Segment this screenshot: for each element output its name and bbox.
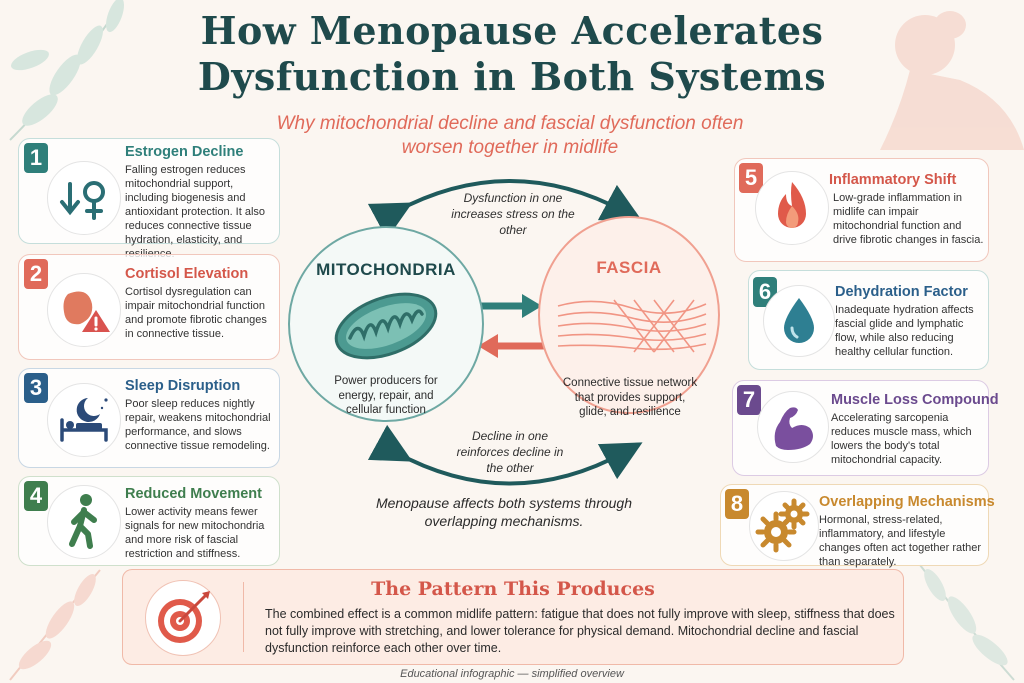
factor-card-cortisol-elevation: 2 Cortisol Elevation Cortisol dysregulat…	[18, 254, 280, 360]
factor-description: Low-grade inflammation in midlife can im…	[833, 192, 984, 246]
mitochondria-description: Power producers for energy, repair, and …	[334, 375, 438, 416]
adrenal-warning-icon	[47, 273, 121, 347]
sleep-bed-icon	[47, 383, 121, 457]
factor-title: Inflammatory Shift	[829, 172, 957, 188]
page-title: How Menopause Accelerates Dysfunction in…	[0, 8, 1024, 100]
mitochondria-circle: MITOCHONDRIA Power producers for energy,…	[288, 226, 484, 422]
target-icon	[145, 580, 221, 656]
factor-card-estrogen-decline: 1 Estrogen Decline Falling estrogen redu…	[18, 138, 280, 260]
fascia-description: Connective tissue network that provides …	[562, 377, 698, 418]
gears-icon	[749, 491, 819, 561]
center-caption: Menopause affects both systems through o…	[375, 495, 633, 529]
factor-number: 8	[725, 489, 749, 519]
factor-description: Poor sleep reduces nightly repair, weake…	[125, 398, 271, 452]
factor-number: 7	[737, 385, 761, 415]
factor-title: Overlapping Mechanisms	[819, 494, 995, 510]
leaf-decoration-bottom-right-icon	[919, 564, 1015, 681]
factor-number: 6	[753, 277, 777, 307]
factor-title: Sleep Disruption	[125, 378, 241, 394]
footer-note: Educational infographic — simplified ove…	[400, 668, 624, 680]
factor-card-overlapping-mechanisms: 8 Overlapping Mechanisms Hormonal, stres…	[720, 484, 995, 568]
flame-icon	[755, 171, 829, 245]
factor-description: Hormonal, stress-related, inflammatory, …	[819, 514, 982, 568]
fascia-network-icon	[557, 299, 707, 353]
pattern-description: The combined effect is a common midlife …	[265, 607, 895, 655]
factor-title: Reduced Movement	[125, 486, 262, 502]
pattern-divider	[243, 582, 244, 652]
leaf-decoration-bottom-left-icon	[9, 569, 101, 681]
water-drop-icon	[763, 285, 835, 357]
factor-card-dehydration-factor: 6 Dehydration Factor Inadequate hydratio…	[748, 270, 989, 370]
title-line-2: Dysfunction in Both Systems	[197, 54, 827, 99]
flexed-arm-icon	[757, 391, 829, 463]
factor-number: 5	[739, 163, 763, 193]
fascia-circle: FASCIA Connective tissue network that pr…	[538, 216, 720, 418]
factor-description: Accelerating sarcopenia reduces muscle m…	[831, 412, 972, 466]
pattern-summary-box: The Pattern This Produces The combined e…	[122, 569, 904, 665]
factor-title: Cortisol Elevation	[125, 266, 249, 282]
factor-title: Dehydration Factor	[835, 284, 968, 300]
factor-description: Cortisol dysregulation can impair mitoch…	[125, 286, 267, 340]
title-line-1: How Menopause Accelerates	[200, 8, 824, 53]
walking-person-icon	[47, 485, 121, 559]
cycle-arrows	[367, 179, 643, 486]
fascia-title: FASCIA	[596, 258, 662, 277]
factor-number: 4	[24, 481, 48, 511]
top-cycle-arrow	[367, 179, 643, 240]
factor-description: Falling estrogen reduces mitochondrial s…	[125, 164, 266, 260]
factor-title: Estrogen Decline	[125, 144, 244, 160]
bottom-arc-label: Decline in one reinforces decline in the…	[456, 429, 564, 475]
factor-number: 2	[24, 259, 48, 289]
factor-number: 3	[24, 373, 48, 403]
top-arc-label: Dysfunction in one increases stress on t…	[451, 191, 575, 237]
page-subtitle: Why mitochondrial decline and fascial dy…	[276, 113, 744, 158]
factor-card-reduced-movement: 4 Reduced Movement Lower activity means …	[18, 476, 280, 566]
factor-card-muscle-loss-compound: 7 Muscle Loss Compound Accelerating sarc…	[732, 380, 999, 476]
factor-card-inflammatory-shift: 5 Inflammatory Shift Low-grade inflammat…	[734, 158, 989, 262]
factor-number: 1	[24, 143, 48, 173]
bottom-cycle-arrow	[367, 424, 643, 486]
factor-card-sleep-disruption: 3 Sleep Disruption Poor sleep reduces ni…	[18, 368, 280, 468]
mitochondrion-icon	[334, 292, 438, 360]
factor-description: Inadequate hydration affects fascial gli…	[835, 304, 974, 358]
pattern-title: The Pattern This Produces	[371, 578, 655, 600]
mitochondria-title: MITOCHONDRIA	[316, 260, 456, 279]
factor-description: Lower activity means fewer signals for n…	[125, 506, 265, 560]
factor-title: Muscle Loss Compound	[831, 392, 999, 408]
estrogen-down-icon	[47, 161, 121, 235]
